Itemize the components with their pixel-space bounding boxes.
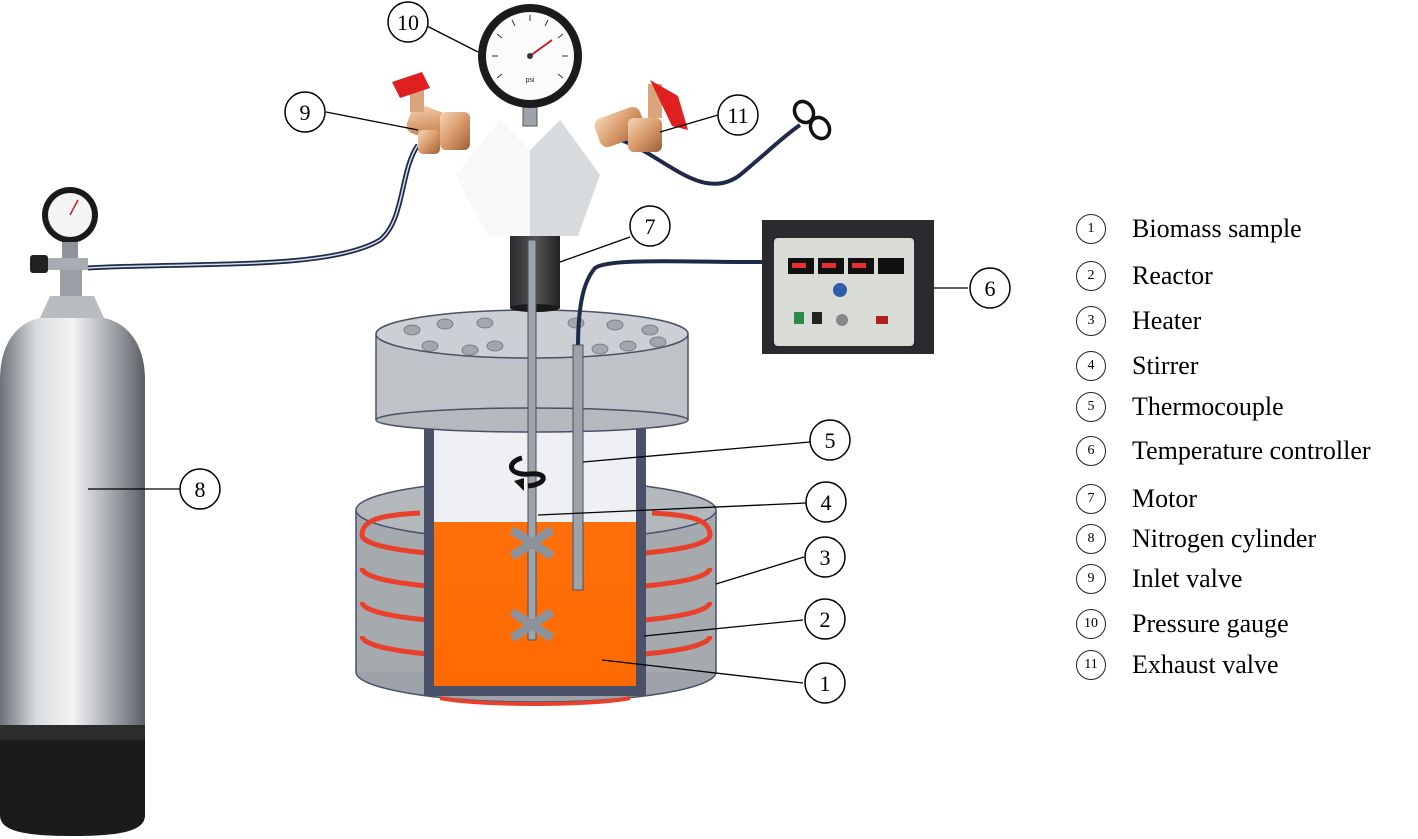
svg-text:1: 1: [820, 671, 831, 696]
legend-number: 3: [1076, 306, 1106, 336]
legend-label: Biomass sample: [1132, 214, 1302, 243]
legend-item: 7 Motor: [1076, 482, 1197, 516]
legend-label: Heater: [1132, 306, 1202, 335]
legend-label: Reactor: [1132, 261, 1213, 290]
callout-10: 10: [387, 1, 429, 43]
svg-text:11: 11: [727, 103, 748, 128]
legend-item: 8 Nitrogen cylinder: [1076, 522, 1316, 556]
legend-item: 6 Temperature controller: [1076, 434, 1371, 468]
legend-label: Exhaust valve: [1132, 650, 1279, 679]
callout-2: 2: [804, 598, 846, 640]
callout-8: 8: [179, 468, 221, 510]
inlet-valve: [392, 72, 470, 154]
valve-handle-icon: [392, 72, 430, 98]
nitrogen-cylinder: [0, 143, 421, 836]
svg-text:8: 8: [195, 477, 206, 502]
callout-9: 9: [284, 91, 326, 133]
pressure-gauge: psi: [478, 4, 582, 127]
svg-text:5: 5: [825, 428, 836, 453]
legend-item: 4 Stirrer: [1076, 349, 1198, 383]
legend-label: Thermocouple: [1132, 392, 1284, 421]
cylinder-base: [0, 725, 145, 836]
exhaust-valve: [594, 80, 832, 186]
manifold-block: [456, 120, 600, 236]
cylinder-body: [0, 318, 145, 740]
vent-symbol-icon: [792, 99, 832, 141]
temperature-controller: [762, 220, 934, 354]
callout-1: 1: [804, 662, 846, 704]
legend-item: 10 Pressure gauge: [1076, 607, 1289, 641]
legend-label: Inlet valve: [1132, 564, 1243, 593]
leader-lines: [88, 24, 968, 684]
legend-number: 7: [1076, 484, 1106, 514]
stirrer: [509, 239, 555, 642]
svg-text:6: 6: [985, 276, 996, 301]
legend-item: 2 Reactor: [1076, 259, 1213, 293]
legend-number: 5: [1076, 392, 1106, 422]
legend-number: 4: [1076, 351, 1106, 381]
thermocouple: [572, 259, 763, 591]
gauge-needle-icon: [529, 39, 553, 57]
legend-item: 3 Heater: [1076, 304, 1201, 338]
legend-number: 2: [1076, 261, 1106, 291]
gauge-unit: psi: [526, 77, 535, 84]
legend-label: Motor: [1132, 484, 1197, 513]
callout-7: 7: [629, 205, 671, 247]
callout-4: 4: [805, 481, 847, 523]
svg-text:4: 4: [821, 490, 832, 515]
legend-label: Nitrogen cylinder: [1132, 524, 1317, 553]
legend-label: Pressure gauge: [1132, 609, 1289, 638]
legend-label: Temperature controller: [1132, 436, 1371, 465]
legend-label: Stirrer: [1132, 351, 1199, 380]
stirrer-blade-icon: [509, 526, 555, 642]
legend-item: 5 Thermocouple: [1076, 390, 1284, 424]
legend-number: 11: [1076, 650, 1106, 680]
rotation-arrow-icon: [509, 455, 546, 489]
legend-number: 9: [1076, 564, 1106, 594]
legend-item: 1 Biomass sample: [1076, 212, 1302, 246]
legend-number: 6: [1076, 436, 1106, 466]
valve-handle-icon: [650, 80, 688, 130]
svg-text:9: 9: [300, 100, 311, 125]
legend-number: 8: [1076, 524, 1106, 554]
svg-text:3: 3: [820, 545, 831, 570]
legend-item: 11 Exhaust valve: [1076, 648, 1279, 682]
legend-item: 9 Inlet valve: [1076, 562, 1242, 596]
svg-text:2: 2: [820, 607, 831, 632]
callout-5: 5: [809, 419, 851, 461]
legend-number: 10: [1076, 609, 1106, 639]
callout-3: 3: [804, 536, 846, 578]
callout-6: 6: [969, 267, 1011, 309]
svg-text:10: 10: [397, 10, 419, 35]
gas-line: [87, 143, 421, 271]
svg-text:7: 7: [645, 214, 656, 239]
callout-11: 11: [717, 94, 759, 136]
legend-number: 1: [1076, 214, 1106, 244]
